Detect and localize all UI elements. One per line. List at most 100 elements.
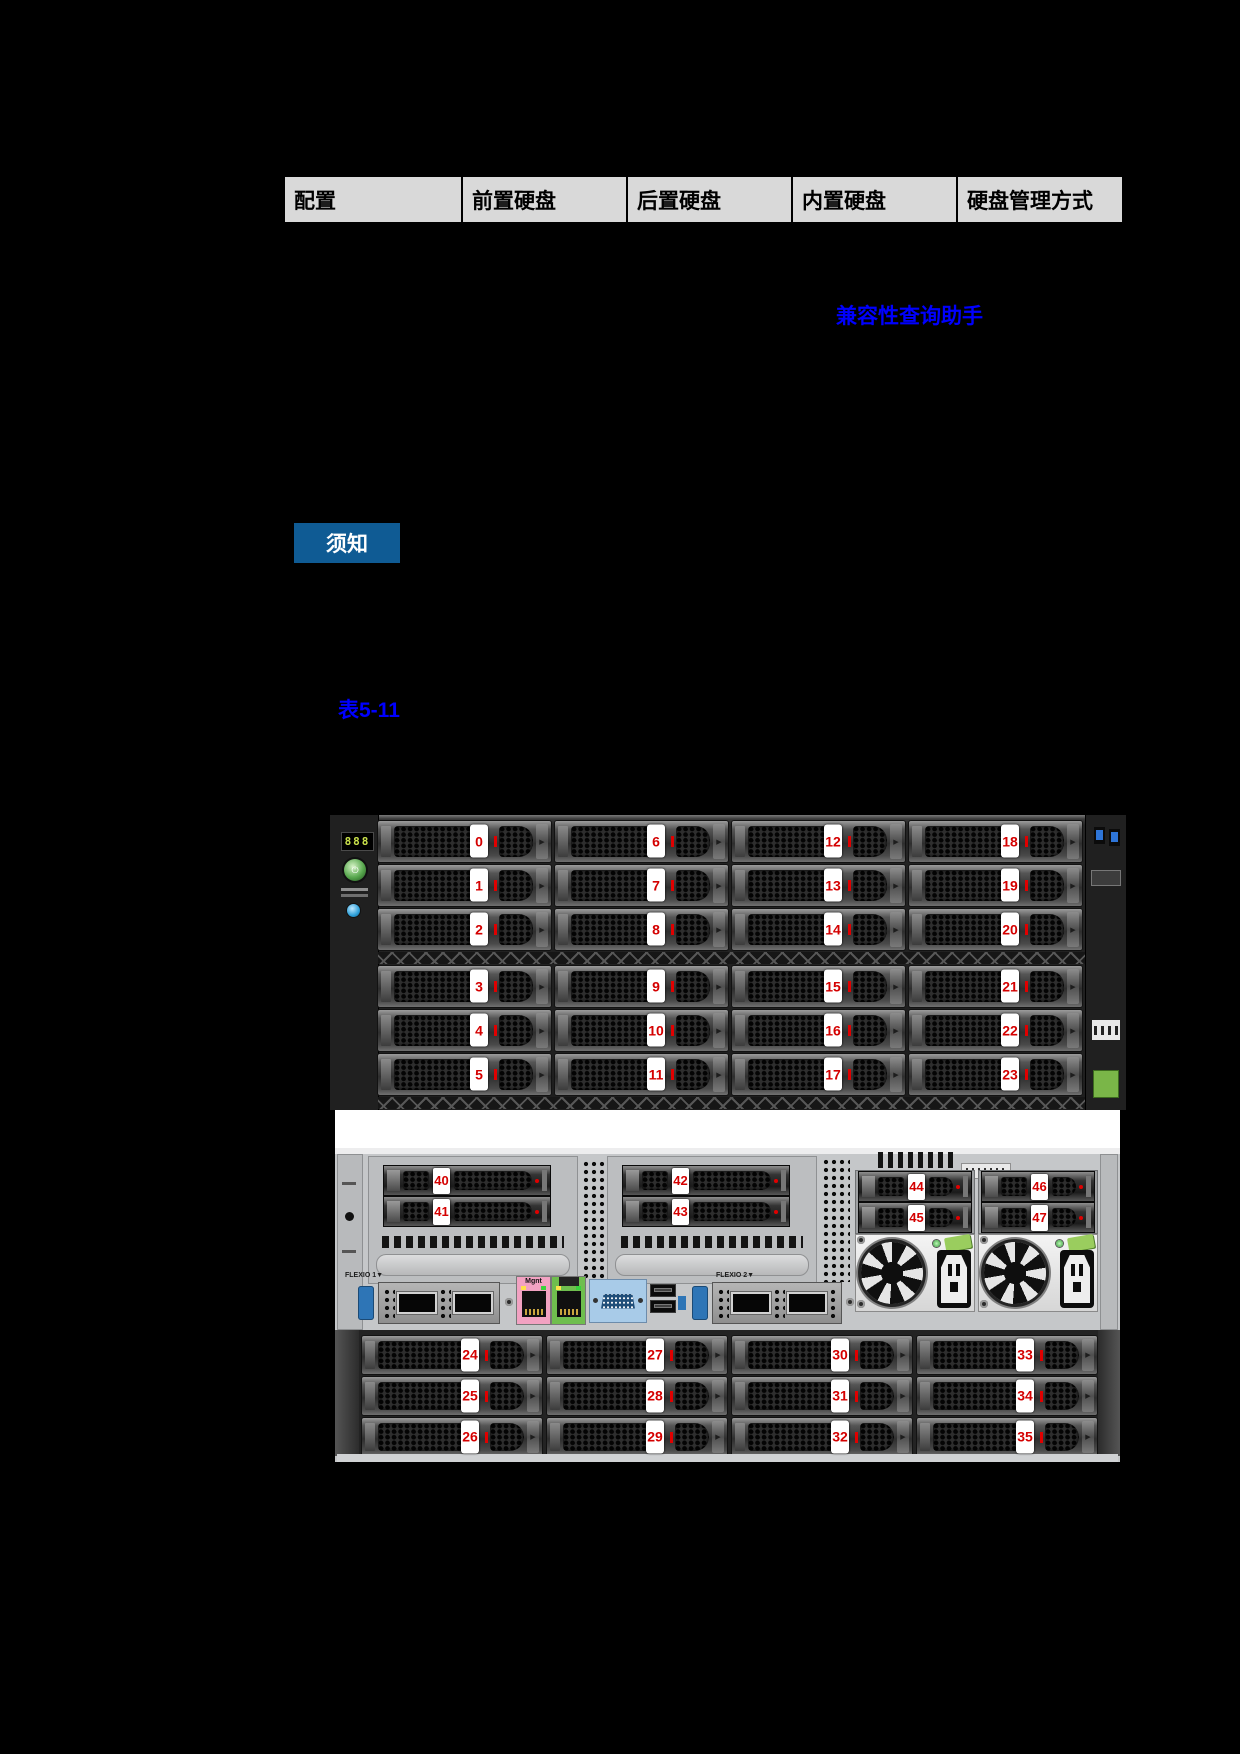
table-header-config: 配置 (285, 177, 461, 222)
drive-number-label: 40 (433, 1167, 450, 1194)
drive-number-label: 18 (1001, 824, 1019, 858)
drive-latch: ▶ (897, 1379, 909, 1413)
drive-bay-3_5: 5▶ (378, 1054, 551, 1095)
psu-2 (978, 1233, 1098, 1312)
drive-latch: ▶ (897, 1420, 909, 1454)
drive-latch: ▶ (890, 823, 902, 860)
drive-number-label: 28 (646, 1379, 664, 1413)
drive-latch: ▶ (713, 823, 725, 860)
io-port (455, 1294, 491, 1312)
drive-bay-3_5: 22 ▶ (909, 1010, 1082, 1051)
front-right-io-panel (1085, 815, 1126, 1110)
table-5-11-link[interactable]: 表5-11 (338, 699, 400, 722)
drive-number-label: 35 (1016, 1420, 1034, 1454)
release-tab (692, 1286, 708, 1320)
drive-latch: ▶ (527, 1420, 539, 1454)
rear-right-rack-ear (1100, 1154, 1118, 1330)
psu-fan-icon (984, 1242, 1046, 1304)
drive-number-label: 41 (433, 1198, 450, 1225)
drive-bay-3_5: 20▶ (909, 909, 1082, 950)
drive-number-label: 32 (831, 1420, 849, 1454)
drive-bay-3_5: 31▶ (732, 1377, 912, 1415)
server-rear-view-figure: FLEXIO 1▼ Mgnt FLEXIO 2▼ (335, 1148, 1120, 1462)
io-port (733, 1294, 769, 1312)
drive-number-label: 30 (831, 1338, 849, 1372)
drive-latch: ▶ (527, 1338, 539, 1372)
compatibility-checker-link[interactable]: 兼容性查询助手 (836, 305, 983, 328)
drive-bay-3_5: 21▶ (909, 966, 1082, 1007)
table-header-front-disk: 前置硬盘 (463, 177, 626, 222)
drive-number-label: 13 (824, 868, 842, 902)
drive-bay-3_5: 18▶ (909, 821, 1082, 862)
drive-bay-2_5: 40 (384, 1166, 550, 1195)
drive-number-label: 24 (461, 1338, 479, 1372)
drive-number-label: 43 (672, 1198, 689, 1225)
drive-latch: ▶ (713, 911, 725, 948)
drive-number-label: 8 (647, 912, 665, 946)
drive-number-label: 46 (1031, 1173, 1048, 1200)
drive-bay-3_5: 1▶ (378, 865, 551, 906)
drive-number-label: 20 (1001, 912, 1019, 946)
flexio1-label: FLEXIO 1▼ (345, 1272, 384, 1279)
drive-latch: ▶ (527, 1379, 539, 1413)
drive-latch: ▶ (712, 1338, 724, 1372)
drive-number-label: 2 (470, 912, 488, 946)
drive-latch: ▶ (1082, 1338, 1094, 1372)
drive-number-label: 26 (461, 1420, 479, 1454)
drive-latch: ▶ (897, 1338, 909, 1372)
drive-bay-3_5: 14▶ (732, 909, 905, 950)
psu-fan-icon (861, 1242, 923, 1304)
drive-number-label: 42 (672, 1167, 689, 1194)
drive-bay-3_5: 27▶ (547, 1336, 727, 1374)
drive-number-label: 22 (1001, 1013, 1019, 1047)
drive-bay-3_5: 3▶ (378, 966, 551, 1007)
usb-port (650, 1284, 676, 1297)
drive-bay-3_5: 0▶ (378, 821, 551, 862)
usb-port (1094, 827, 1105, 844)
drive-number-label: 12 (824, 824, 842, 858)
drive-bay-3_5: 26 ▶ (362, 1418, 542, 1456)
drive-bay-3_5: 15▶ (732, 966, 905, 1007)
drive-bay-3_5: 12 ▶ (732, 821, 905, 862)
drive-number-label: 10 (647, 1013, 665, 1047)
indicator-icon (678, 1296, 686, 1310)
drive-bay-3_5: 32 ▶ (732, 1418, 912, 1456)
vent-slots (878, 1152, 955, 1168)
drive-latch: ▶ (713, 968, 725, 1005)
vent-grid (822, 1158, 850, 1282)
drive-bay-3_5: 34▶ (917, 1377, 1097, 1415)
drive-bay-2_5: 43 (623, 1197, 789, 1226)
power-socket (937, 1250, 971, 1308)
drive-number-label: 7 (647, 868, 665, 902)
drive-latch: ▶ (713, 1056, 725, 1093)
drive-latch: ▶ (536, 911, 548, 948)
notice-badge: 须知 (294, 523, 400, 563)
drive-bay-3_5: 11▶ (555, 1054, 728, 1095)
drive-latch: ▶ (536, 867, 548, 904)
drive-latch: ▶ (890, 1012, 902, 1049)
drive-number-label: 0 (470, 824, 488, 858)
drive-bay-3_5: 16▶ (732, 1010, 905, 1051)
drive-bay-2_5: 47 (982, 1203, 1094, 1232)
screw-icon (846, 1298, 854, 1306)
drive-latch: ▶ (536, 1056, 548, 1093)
table-header-internal-disk: 内置硬盘 (793, 177, 956, 222)
drive-bay-3_5: 9▶ (555, 966, 728, 1007)
drive-latch: ▶ (1067, 1012, 1079, 1049)
flexio-card-1 (378, 1282, 500, 1324)
drive-bay-3_5: 33▶ (917, 1336, 1097, 1374)
button-icon (345, 1212, 354, 1221)
latch-strip (378, 952, 1085, 964)
vga-port (590, 1280, 646, 1322)
io-port (789, 1294, 825, 1312)
drive-bay-3_5: 19▶ (909, 865, 1082, 906)
drive-bay-2_5: 41 (384, 1197, 550, 1226)
drive-number-label: 3 (470, 969, 488, 1003)
drive-latch: ▶ (1082, 1420, 1094, 1454)
drive-number-label: 44 (908, 1173, 925, 1200)
drive-bay-3_5: 6▶ (555, 821, 728, 862)
drive-latch: ▶ (712, 1379, 724, 1413)
power-button-icon: ⏻ (344, 859, 366, 881)
panel-label-strip (341, 894, 368, 897)
